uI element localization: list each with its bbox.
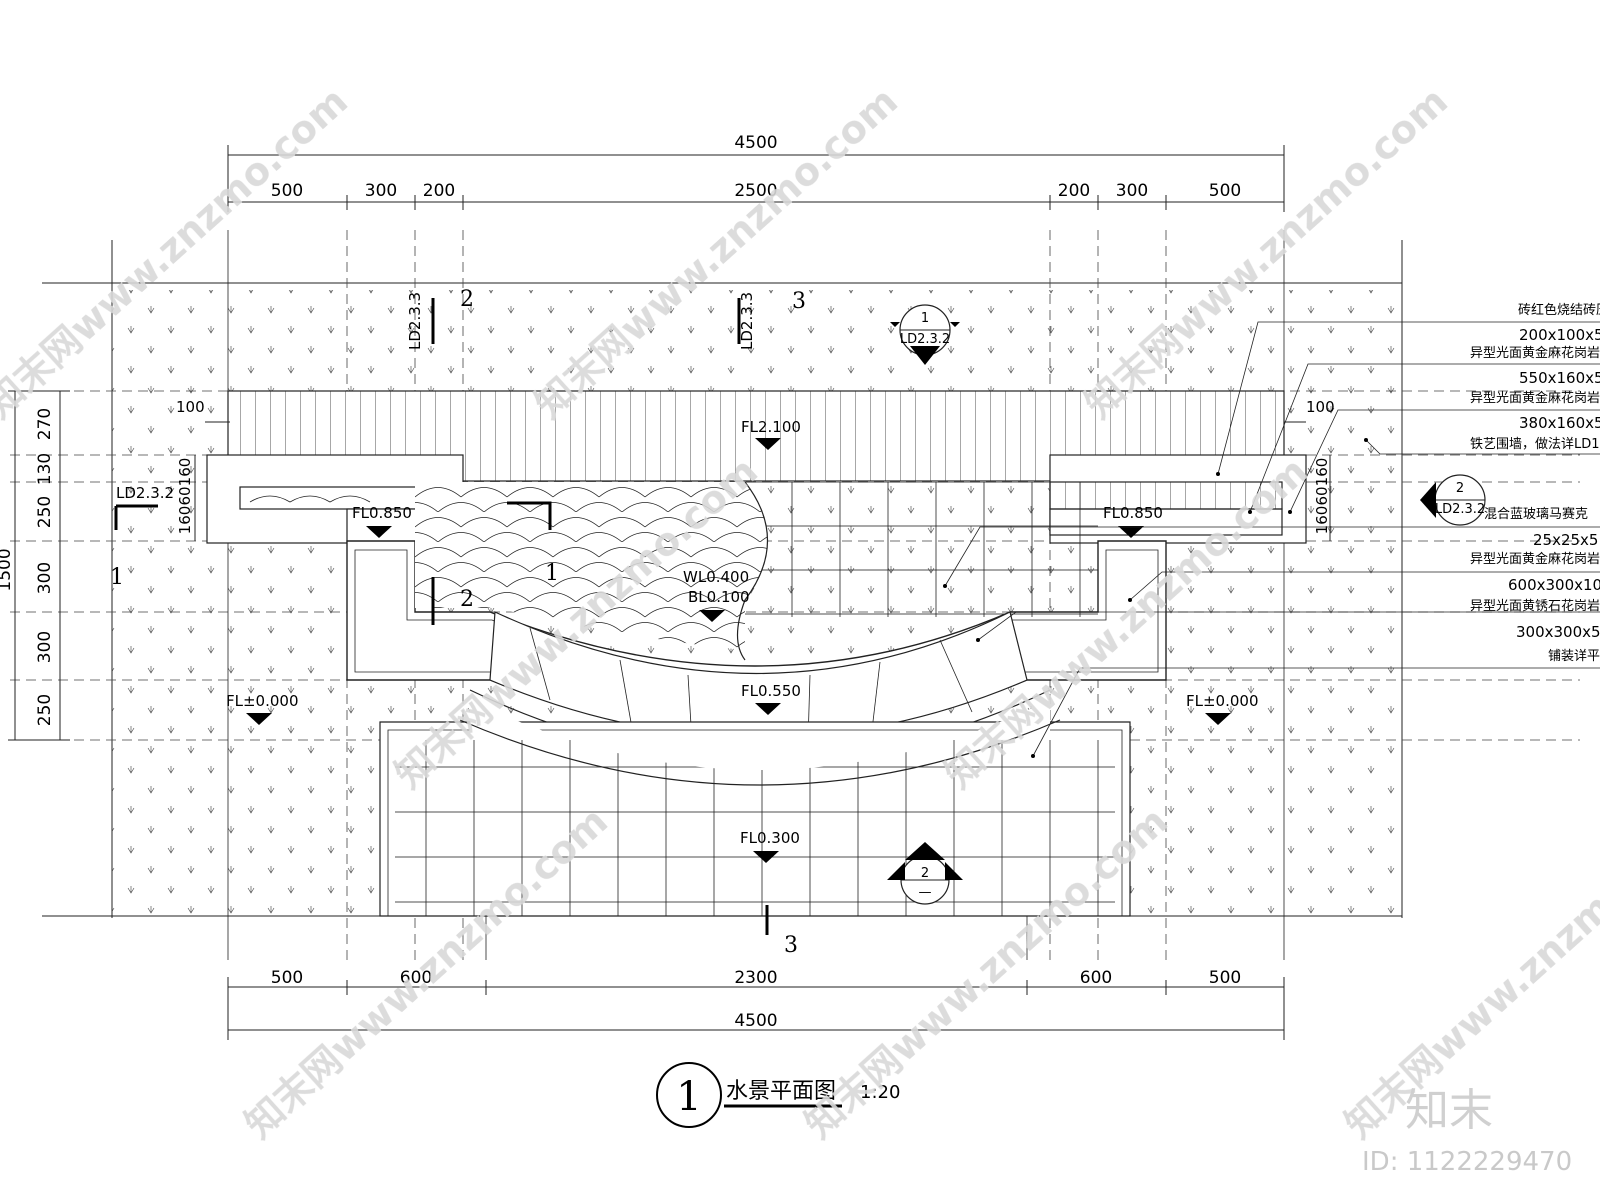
dim-left-seg-8: 300 (35, 631, 55, 663)
watermark-brand: 知末 (1405, 1085, 1493, 1136)
dim-right-seg-3: 160 (1313, 506, 1331, 535)
note-4: 550x160x50 (1519, 369, 1600, 387)
note-1: 砖红色烧结砖压顶 (1518, 302, 1600, 318)
right-dimension-texts: 160 60 160 (1313, 455, 1331, 541)
section-ref-3-number: 2 (921, 866, 929, 881)
cut-mark-1b: 1 (110, 565, 124, 590)
dim-left-seg-3: 160 (176, 458, 194, 487)
level-markers: FL2.100 FL0.850 FL0.850 WL0.400 BL0.100 … (226, 418, 1259, 863)
level-triangle (755, 438, 781, 450)
dim-right-seg-1: 160 (1313, 458, 1331, 487)
cut-mark-2b: 2 (460, 587, 474, 612)
level-triangle (1118, 526, 1144, 538)
level-triangle (1205, 713, 1231, 725)
pool-edge-curve (736, 481, 769, 661)
dim-top-seg-7: 500 (1209, 181, 1241, 201)
dim-bottom-seg-3: 2300 (734, 968, 777, 988)
level-fl-top: FL2.100 (741, 418, 801, 436)
dim-left-seg-1: 270 (35, 408, 55, 440)
level-fl-step: FL0.550 (741, 682, 801, 700)
cut-mark-3b: 3 (784, 933, 798, 958)
top-dimension-lines (227, 145, 1285, 212)
section-ref-1-sheet: LD2.3.2 (900, 332, 950, 347)
note-9: 25x25x5 (1533, 531, 1598, 549)
dim-top-seg-5: 200 (1058, 181, 1090, 201)
note-8: 混合蓝玻璃马赛克 (1484, 506, 1588, 522)
left-dimension-texts: 270 130 250 300 300 250 1500 160 60 160 (0, 408, 194, 726)
section-ref-1: 1 LD2.3.2 (890, 304, 960, 365)
note-leader-dots (943, 438, 1368, 758)
cut-mark-1a: 1 (545, 561, 559, 586)
dim-left-seg-5: 160 (176, 506, 194, 535)
dim-bottom-seg-1: 500 (271, 968, 303, 988)
level-bl: BL0.100 (688, 588, 750, 606)
note-13: 300x300x50 (1516, 623, 1600, 641)
section-ref-2-sheet: LD2.3.2 (1435, 502, 1485, 517)
note-6: 380x160x50 (1519, 414, 1600, 432)
note-5: 异型光面黄金麻花岗岩压顶 (1470, 390, 1600, 406)
cut-mark-3a: 3 (792, 289, 806, 314)
dim-small-left: 100 (176, 398, 205, 416)
dim-bottom-seg-4: 600 (1080, 968, 1112, 988)
dim-left-seg-2: 130 (35, 453, 55, 485)
level-triangle (753, 851, 779, 863)
dim-top-seg-3: 200 (423, 181, 455, 201)
dim-bottom-seg-2: 600 (400, 968, 432, 988)
dim-top-overall: 4500 (734, 133, 777, 153)
left-dimension-lines (8, 390, 196, 741)
section-ref-2: 2 LD2.3.2 (1420, 474, 1486, 526)
section-ref-1-number: 1 (921, 311, 929, 326)
dim-top-seg-2: 300 (365, 181, 397, 201)
section-ref-vert-a: LD2.3.3 (406, 292, 424, 350)
level-triangle (755, 703, 781, 715)
note-leader-lines (944, 321, 1600, 757)
level-wl: WL0.400 (683, 568, 749, 586)
level-fl-right-planter: FL0.850 (1103, 504, 1163, 522)
cut-marks (431, 298, 769, 935)
note-7: 铁艺围墙，做法详LD1.7. (1470, 437, 1600, 452)
dim-right-seg-2: 60 (1313, 486, 1331, 505)
cut-mark-2a: 2 (460, 287, 474, 312)
dim-left-seg-4: 60 (176, 486, 194, 505)
note-3: 异型光面黄金麻花岗岩压顶 (1470, 345, 1600, 361)
note-11: 600x300x100 (1508, 576, 1600, 594)
dim-small-right: 100 (1306, 398, 1335, 416)
section-ref-vert-b: LD2.3.3 (738, 292, 756, 350)
level-fl-left-ground: FL±0.000 (226, 692, 299, 710)
material-notes: 砖红色烧结砖压顶 200x100x50 异型光面黄金麻花岗岩压顶 550x160… (1470, 302, 1600, 664)
section-ref-left: LD2.3.2 (114, 484, 174, 530)
level-triangle (366, 526, 392, 538)
section-ref-3-sheet: — (919, 885, 932, 900)
dim-bottom-overall: 4500 (734, 1011, 777, 1031)
level-fl-right-ground: FL±0.000 (1186, 692, 1259, 710)
dim-left-overall: 1500 (0, 548, 15, 591)
dim-bottom-seg-5: 500 (1209, 968, 1241, 988)
level-triangle (699, 610, 725, 622)
pool-tiled-area (744, 482, 1098, 617)
bottom-dimension-lines (227, 977, 1285, 1040)
note-2: 200x100x50 (1519, 326, 1600, 344)
title-number: 1 (676, 1074, 701, 1120)
level-fl-left-planter: FL0.850 (352, 504, 412, 522)
dim-top-seg-6: 300 (1116, 181, 1148, 201)
level-fl-bottom: FL0.300 (740, 829, 800, 847)
note-12: 异型光面黄锈石花岗岩压顶 (1470, 598, 1600, 614)
level-triangle (246, 713, 272, 725)
note-10: 异型光面黄金麻花岗岩压顶 (1470, 551, 1600, 567)
title-name: 水景平面图 (726, 1079, 836, 1104)
title-scale: 1:20 (860, 1082, 900, 1103)
dim-left-seg-7: 300 (35, 562, 55, 594)
section-ref-3: 2 — (887, 842, 963, 905)
dim-top-seg-4: 2500 (734, 181, 777, 201)
dim-left-seg-6: 250 (35, 496, 55, 528)
drawing-title: 1 水景平面图 1:20 (656, 1062, 900, 1128)
section-ref-left-sheet: LD2.3.2 (116, 484, 174, 502)
dim-left-seg-9: 250 (35, 694, 55, 726)
dim-top-seg-1: 500 (271, 181, 303, 201)
watermark-id: ID: 1122229470 (1362, 1147, 1572, 1177)
section-ref-2-number: 2 (1456, 481, 1464, 496)
note-14: 铺装详平面 (1548, 649, 1600, 664)
